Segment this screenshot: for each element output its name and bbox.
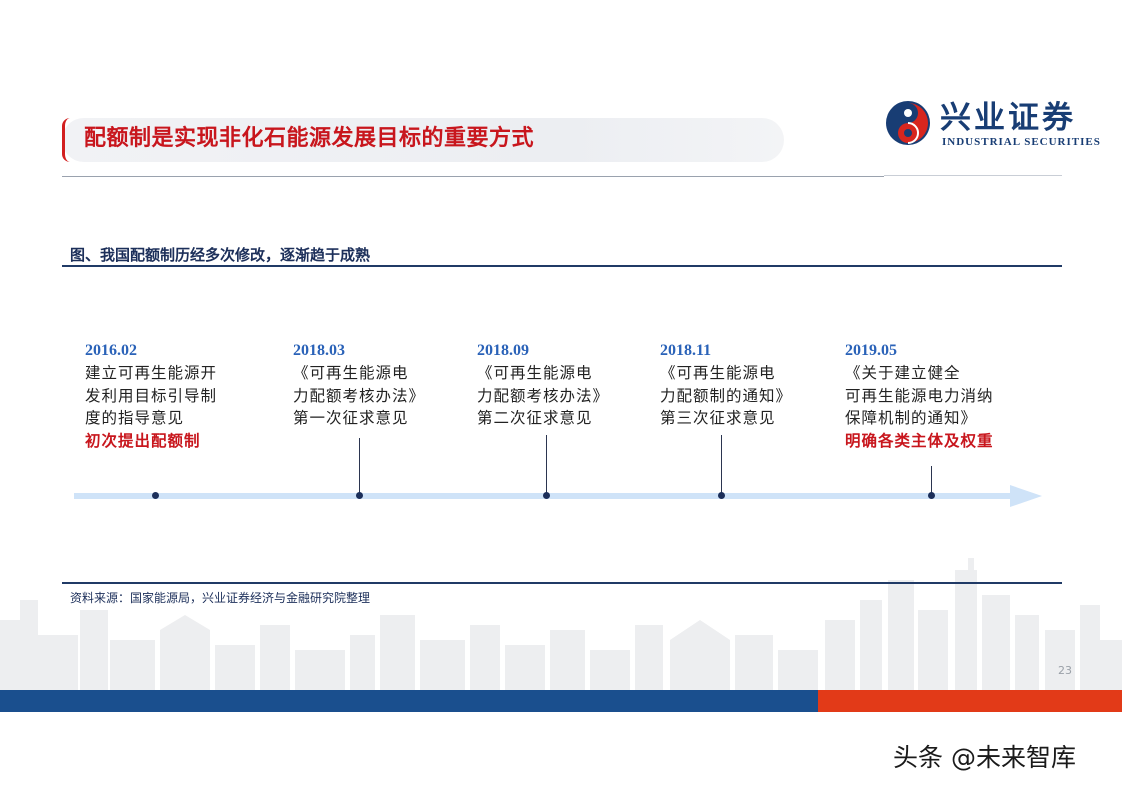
title-divider [62,176,884,177]
logo-chinese-name: 兴业证券 [940,100,1076,136]
event-date: 2018.11 [660,342,712,359]
timeline-connector [931,466,932,495]
timeline-event: 2018.11 《可再生能源电力配额制的通知》第三次征求意见 [660,340,792,430]
event-date: 2018.03 [293,342,345,359]
event-description-line: 力配额制的通知》 [660,386,793,405]
timeline-event: 2018.03 《可再生能源电力配额考核办法》第一次征求意见 [293,340,425,430]
event-description-line: 第三次征求意见 [660,409,776,427]
event-description-line: 保障机制的通知》 [845,409,978,427]
event-description-line: 建立可再生能源开 [85,364,218,382]
event-description-line: 第一次征求意见 [293,409,409,427]
event-description-line: 可再生能源电力消纳 [845,386,994,405]
event-date: 2016.02 [85,342,137,359]
timeline-connector [721,435,722,495]
event-description-line: 《可再生能源电 [660,364,776,382]
event-highlight: 明确各类主体及权重 [845,430,994,450]
event-date: 2018.09 [477,342,529,359]
title-banner [62,118,784,162]
timeline-event: 2019.05 《关于建立健全可再生能源电力消纳保障机制的通知》明确各类主体及权重 [845,340,994,452]
title-divider-right [884,175,1062,176]
event-description-line: 力配额考核办法》 [293,386,426,405]
timeline-marker-dot [927,492,935,499]
logo-english-name: INDUSTRIAL SECURITIES [942,136,1101,148]
event-description-line: 度的指导意见 [85,409,185,427]
event-description-line: 《可再生能源电 [293,364,409,382]
timeline-marker-dot [151,492,159,499]
timeline-event: 2016.02 建立可再生能源开发利用目标引导制度的指导意见初次提出配额制 [85,340,217,452]
timeline-marker-dot [542,492,550,499]
title-accent-bar [62,118,70,162]
event-date: 2019.05 [845,342,897,359]
page-number: 23 [1058,664,1072,677]
timeline-arrow [74,485,1042,507]
figure-top-rule [62,265,1062,267]
event-description-line: 第二次征求意见 [477,409,593,427]
city-skyline-background [0,558,1122,695]
event-description-line: 《关于建立健全 [845,364,961,382]
source-note: 资料来源：国家能源局，兴业证券经济与金融研究院整理 [70,591,371,605]
page-title: 配额制是实现非化石能源发展目标的重要方式 [84,126,535,151]
timeline-marker-dot [717,492,725,499]
industrial-securities-logo-icon [886,101,930,145]
footer-band-red [818,690,1122,712]
timeline-connector [359,438,360,495]
timeline-connector [546,435,547,495]
source-top-rule [62,582,1062,584]
timeline-event: 2018.09 《可再生能源电力配额考核办法》第二次征求意见 [477,340,609,430]
event-description-line: 力配额考核办法》 [477,386,610,405]
footer-band-blue [0,690,818,712]
event-description-line: 《可再生能源电 [477,364,593,382]
event-highlight: 初次提出配额制 [85,430,201,450]
event-description-line: 发利用目标引导制 [85,386,218,405]
timeline-marker-dot [355,492,363,499]
figure-caption: 图、我国配额制历经多次修改，逐渐趋于成熟 [70,246,371,264]
watermark-text: 头条 @未来智库 [893,743,1076,772]
